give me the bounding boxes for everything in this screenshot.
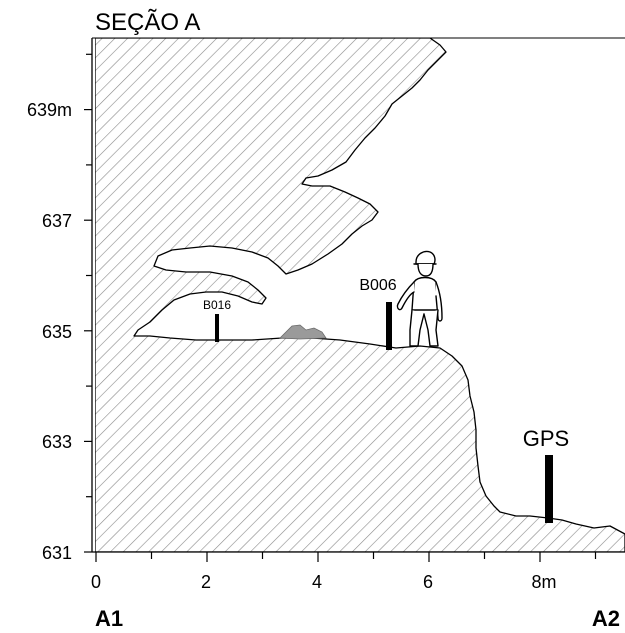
x-tick-label: 0 bbox=[91, 572, 101, 592]
y-tick-label: 633 bbox=[42, 432, 72, 452]
person-figure-icon bbox=[396, 250, 443, 347]
y-tick-label: 637 bbox=[42, 211, 72, 231]
x-tick-label: 4 bbox=[312, 572, 322, 592]
b016-marker bbox=[215, 314, 219, 342]
b006-label: B006 bbox=[359, 277, 396, 294]
x-tick-label: 8m bbox=[531, 572, 556, 592]
gps-label: GPS bbox=[523, 426, 569, 451]
b006-marker bbox=[386, 302, 392, 350]
x-tick-label: 2 bbox=[201, 572, 211, 592]
section-title: SEÇÃO A bbox=[95, 9, 200, 36]
y-axis-ticks bbox=[84, 53, 92, 553]
y-tick-label: 639m bbox=[27, 100, 72, 120]
x-axis-ticks bbox=[95, 552, 597, 562]
gps-marker bbox=[545, 455, 553, 523]
rock-mass bbox=[95, 38, 625, 552]
section-start-label: A1 bbox=[95, 606, 123, 631]
b016-label: B016 bbox=[203, 298, 231, 312]
y-tick-label: 631 bbox=[42, 543, 72, 563]
sediment-deposit bbox=[279, 324, 327, 340]
section-end-label: A2 bbox=[592, 606, 620, 631]
y-tick-label: 635 bbox=[42, 322, 72, 342]
x-tick-label: 6 bbox=[423, 572, 433, 592]
